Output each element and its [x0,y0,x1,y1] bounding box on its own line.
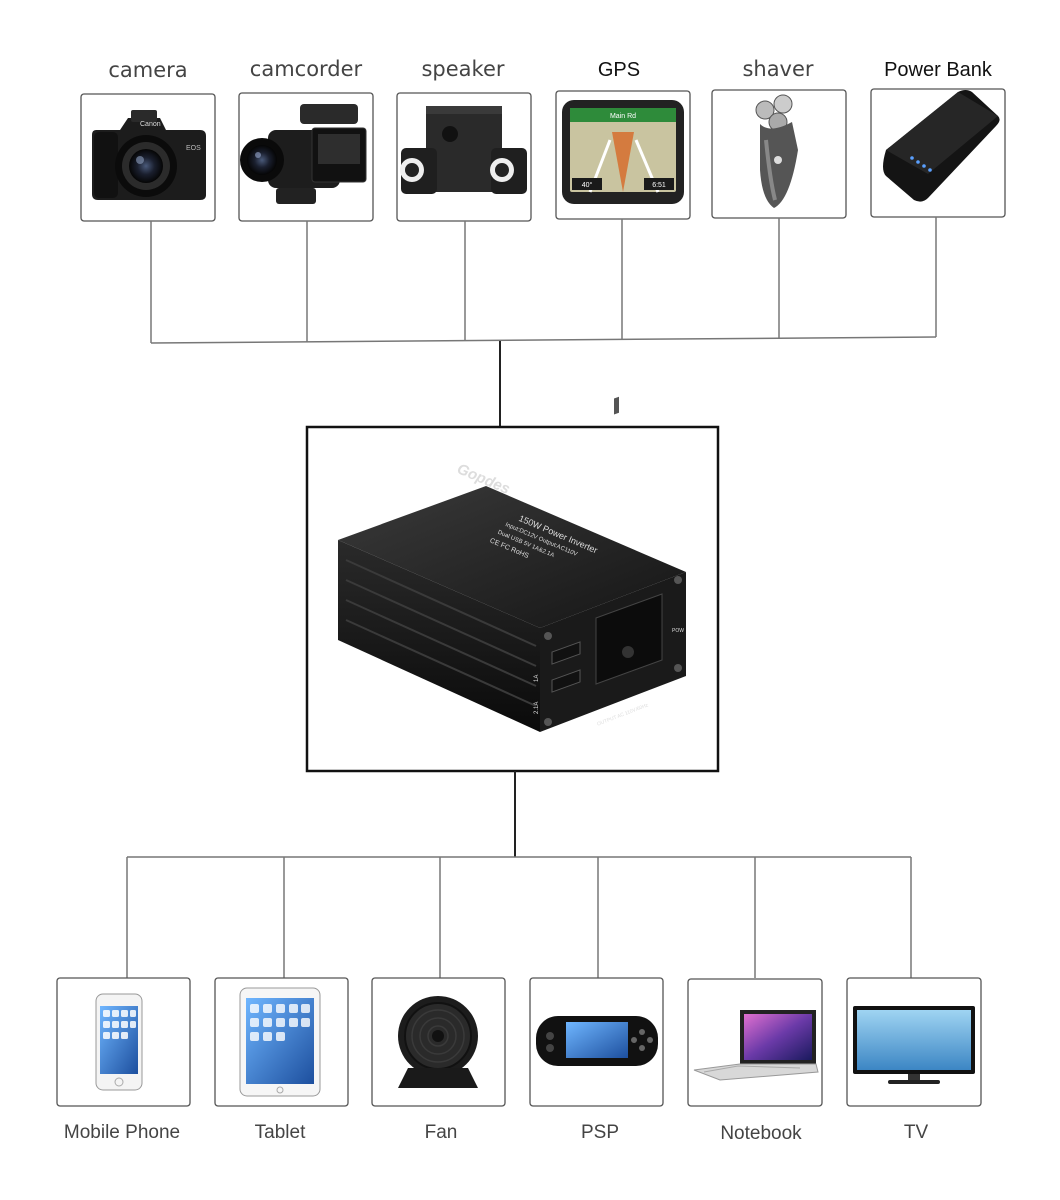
fan-icon [398,996,478,1088]
bottom-connector-lines [126,771,912,978]
power-bank-card [870,88,1006,218]
notebook-card [687,978,823,1107]
inverter-card: Gopdes 150W Power Inverter Input:DC12V O… [305,396,720,773]
label-mobile-phone: Mobile Phone [64,1122,180,1143]
label-gps: GPS [598,59,640,81]
mobile-phone-icon [95,993,143,1091]
label-tv: TV [904,1122,929,1143]
label-power-bank: Power Bank [884,59,993,81]
label-notebook: Notebook [720,1123,802,1144]
shaver-card [711,89,847,219]
inverter-usb-1a: 1A [534,675,540,682]
camcorder-icon [240,104,367,204]
label-psp: PSP [581,1122,619,1143]
inverter-usb-21a: 2.1A [534,702,540,714]
gps-right-number: 6:51 [652,182,666,189]
label-fan: Fan [425,1122,458,1143]
top-connector-lines [150,217,937,427]
shaver-icon [755,94,798,208]
label-tablet: Tablet [255,1122,306,1143]
inverter-pow-label: POW [672,628,684,634]
power-bank-icon [883,90,1000,202]
psp-card [529,977,664,1107]
tv-icon [853,1006,975,1084]
label-camera: camera [108,58,187,82]
svg-text:Canon: Canon [140,121,161,128]
label-speaker: speaker [421,57,504,81]
svg-text:EOS: EOS [186,145,201,152]
label-camcorder: camcorder [250,57,363,81]
tv-card [846,977,982,1107]
notebook-icon [693,1010,819,1081]
psp-icon [536,1016,658,1066]
speaker-card [396,92,532,222]
tablet-card [214,977,349,1107]
camera-card: Canon EOS [80,93,216,222]
gps-card: Main Rd 40° 6:51 [555,90,691,220]
speaker-icon [400,106,527,194]
fan-card [371,977,506,1107]
gps-street-text: Main Rd [610,113,636,120]
camcorder-card [238,92,374,222]
mobile-phone-card [56,977,191,1107]
tablet-icon [239,987,321,1097]
gps-icon: Main Rd 40° 6:51 [562,100,684,204]
camera-icon: Canon EOS [92,110,206,200]
label-shaver: shaver [742,57,813,81]
gps-left-number: 40° [582,181,593,189]
